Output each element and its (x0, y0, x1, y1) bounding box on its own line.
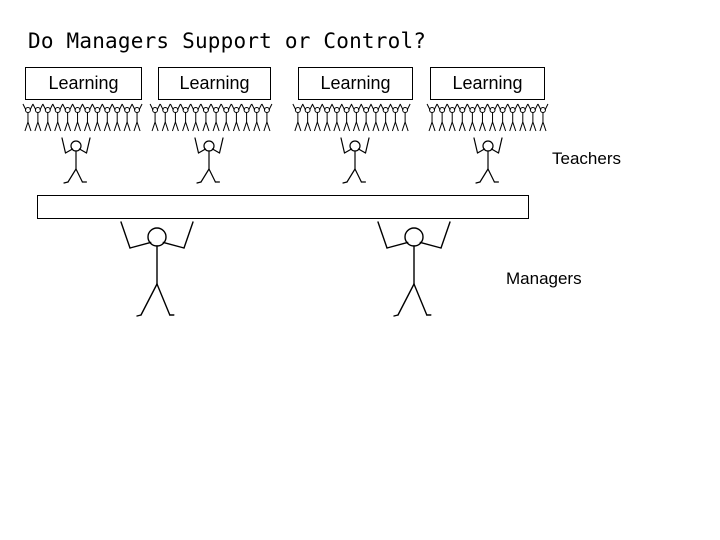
student-figure (220, 103, 232, 132)
slide-title: Do Managers Support or Control? (28, 29, 427, 53)
student-figure (62, 103, 74, 132)
student-figure (527, 103, 539, 132)
manager-figure (377, 221, 451, 317)
teachers-label: Teachers (552, 149, 621, 168)
student-figure (169, 103, 181, 132)
student-figure (537, 103, 549, 132)
student-figure (111, 103, 123, 132)
student-figure (251, 103, 263, 132)
student-figure (341, 103, 353, 132)
teacher-figure (61, 137, 91, 184)
student-figure (22, 103, 34, 132)
teacher-figure (340, 137, 370, 184)
student-figure (180, 103, 192, 132)
student-figure (131, 103, 143, 132)
student-figure (241, 103, 253, 132)
student-figure (82, 103, 93, 132)
student-figure (302, 103, 314, 132)
student-figure (507, 103, 519, 132)
student-figure (380, 103, 392, 132)
student-figure (477, 103, 488, 132)
student-figure (456, 103, 468, 132)
student-figure (487, 103, 498, 132)
manager-figures (120, 221, 451, 317)
student-figure (311, 103, 323, 132)
student-figure (190, 103, 202, 132)
student-figures (22, 103, 549, 132)
student-figure (389, 103, 401, 132)
student-figure (42, 103, 54, 132)
teacher-figure (473, 137, 503, 184)
teacher-figure (194, 137, 224, 184)
student-figure (517, 103, 529, 132)
student-figure (331, 103, 343, 132)
student-figure (159, 103, 171, 132)
learning-box-1: Learning (25, 67, 142, 100)
manager-figure (120, 221, 194, 317)
student-figure (149, 103, 161, 132)
student-figure (52, 103, 64, 132)
student-figure (210, 103, 222, 132)
student-figure (466, 103, 478, 132)
student-figure (230, 103, 242, 132)
student-figure (32, 103, 44, 132)
student-figure (72, 103, 83, 132)
student-figure (360, 103, 372, 132)
student-figure (350, 103, 362, 132)
student-figure (370, 103, 382, 132)
managers-label: Managers (506, 269, 582, 288)
student-figure (446, 103, 458, 132)
learning-box-3: Learning (298, 67, 413, 100)
teacher-figures (61, 137, 503, 184)
student-figure (101, 103, 113, 132)
support-plank (37, 195, 529, 219)
learning-box-4: Learning (430, 67, 545, 100)
student-figure (497, 103, 509, 132)
student-figure (200, 103, 212, 132)
student-figure (91, 103, 103, 132)
learning-box-2: Learning (158, 67, 271, 100)
student-figure (121, 103, 133, 132)
student-figure (436, 103, 448, 132)
student-figure (261, 103, 273, 132)
student-figure (292, 103, 304, 132)
student-figure (426, 103, 438, 132)
student-figure (399, 103, 411, 132)
student-figure (321, 103, 333, 132)
